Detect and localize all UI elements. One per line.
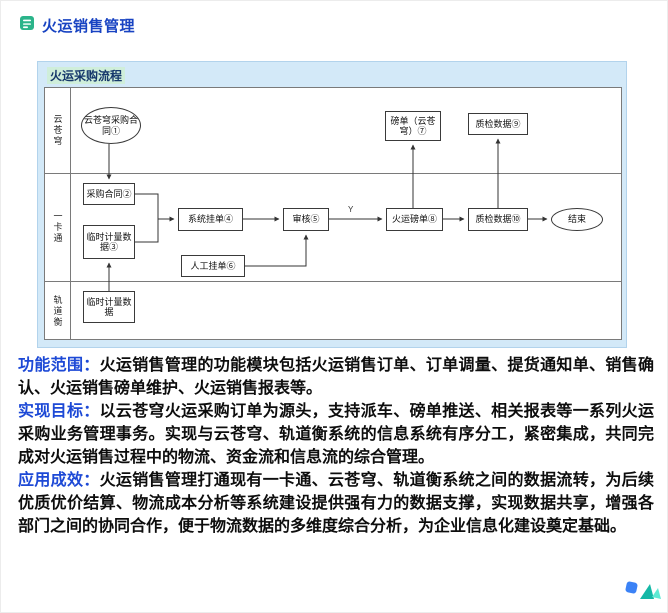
paragraph-goal: 实现目标：以云苍穹火运采购订单为源头，支持派车、磅单推送、相关报表等一系列火运采…: [18, 400, 654, 469]
swimlane-label-onecard: 一卡通: [52, 210, 63, 244]
flow-node-quality-data-9: 质检数据⑨: [468, 113, 528, 135]
paragraph-label-goal: 实现目标：: [18, 403, 100, 420]
document-list-icon: [19, 15, 35, 36]
flow-node-temp-measure-data: 临时计量数据: [83, 291, 135, 323]
paragraph-text-effect: 火运销售管理打通现有一卡通、云苍穹、轨道衡系统之间的数据流转，为后续优质优价结算…: [18, 472, 654, 535]
flow-node-purchase-contract: 采购合同②: [83, 183, 135, 205]
paragraph-effect: 应用成效：火运销售管理打通现有一卡通、云苍穹、轨道衡系统之间的数据流转，为后续优…: [18, 469, 654, 538]
flow-node-cloud-weigh-note: 磅单（云苍穹）⑦: [385, 111, 441, 141]
description-section: 功能范围：火运销售管理的功能模块包括火运销售订单、订单调量、提货通知单、销售确认…: [18, 354, 654, 538]
flow-node-rail-weigh-note: 火运磅单⑧: [386, 208, 443, 231]
flow-node-end: 结束: [551, 208, 603, 231]
page-title: 火运销售管理: [42, 18, 136, 35]
corner-decoration-shapes: [623, 575, 661, 606]
flow-node-temp-measure-data-3: 临时计量数据③: [83, 225, 135, 259]
paragraph-label-effect: 应用成效：: [18, 472, 100, 489]
swimlane-label-cloud: 云苍穹: [52, 114, 63, 147]
flowchart-panel: 火运采购流程 云苍穹 一卡通 轨道衡: [37, 61, 627, 348]
paragraph-text-function-scope: 火运销售管理的功能模块包括火运销售订单、订单调量、提货通知单、销售确认、火运销售…: [18, 357, 654, 397]
flow-node-manual-order: 人工挂单⑥: [181, 255, 245, 277]
flow-node-system-order: 系统挂单④: [178, 208, 243, 231]
flow-node-cloud-purchase-contract: 云苍穹采购合同①: [81, 107, 141, 144]
paragraph-label-function-scope: 功能范围：: [18, 357, 100, 374]
paragraph-text-goal: 以云苍穹火运采购订单为源头，支持派车、磅单推送、相关报表等一系列火运采购业务管理…: [18, 403, 654, 466]
flow-connectors: [106, 138, 548, 291]
swimlane-divider: [45, 173, 621, 174]
edge-label-approved: Y: [347, 205, 355, 214]
page-header: 火运销售管理: [19, 15, 135, 36]
flowchart-canvas: 云苍穹 一卡通 轨道衡: [44, 87, 622, 340]
swimlane-label-trackscale: 轨道衡: [52, 294, 63, 328]
swimlane-divider: [45, 281, 621, 282]
flow-node-quality-data-10: 质检数据⑩: [468, 208, 528, 231]
paragraph-function-scope: 功能范围：火运销售管理的功能模块包括火运销售订单、订单调量、提货通知单、销售确认…: [18, 354, 654, 400]
flow-node-review: 审核⑤: [283, 208, 329, 231]
swimlane-label-column: [45, 88, 71, 339]
flowchart-title: 火运采购流程: [47, 67, 126, 84]
